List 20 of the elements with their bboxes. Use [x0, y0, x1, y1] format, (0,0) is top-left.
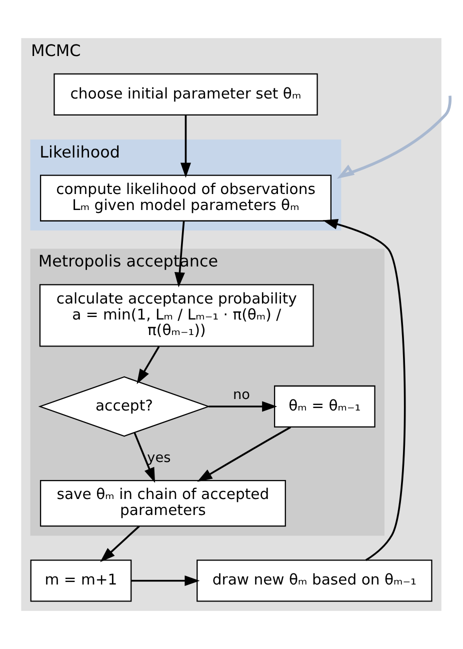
- arrow: [208, 401, 278, 412]
- arrow: [197, 426, 292, 482]
- node-box: choose initial parameter set θₘ: [54, 73, 318, 116]
- node-box: θₘ = θₘ₋₁: [274, 385, 376, 428]
- arrow: [180, 115, 192, 178]
- arrow: [100, 526, 140, 562]
- node-box: draw new θₘ based on θₘ₋₁: [196, 560, 432, 602]
- edge-label: yes: [147, 450, 171, 466]
- arrow: [134, 432, 156, 483]
- arrow: [336, 96, 452, 179]
- node-box: m = m+1: [30, 560, 132, 602]
- node-box: compute likelihood of observations Lₘ given model parameters θₘ: [40, 174, 332, 222]
- node-box: save θₘ in chain of accepted parameters: [40, 480, 286, 527]
- arrow: [174, 221, 185, 288]
- arrow: [131, 575, 200, 586]
- node-box: calculate acceptance probability a = min(1, Lₘ / Lₘ₋₁ · π(θₘ) / π(θₘ₋₁)): [39, 284, 314, 347]
- edge-label: no: [233, 387, 250, 404]
- arrow: [136, 346, 160, 384]
- arrow: [322, 219, 406, 561]
- node-diamond: accept?: [38, 376, 210, 437]
